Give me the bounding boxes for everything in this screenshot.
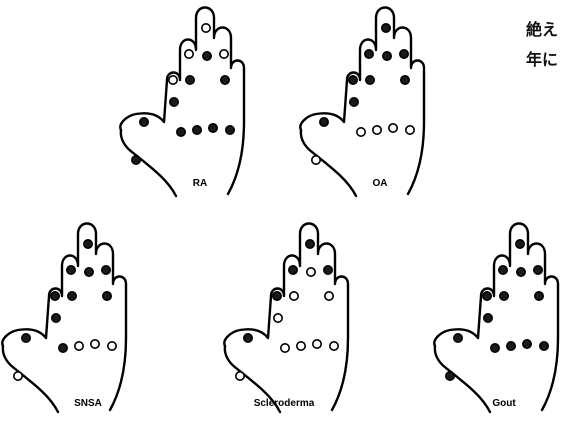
mcp-joint-1-filled: [59, 344, 67, 352]
mcp-joint-3-filled: [209, 124, 217, 132]
pip-joint-1-filled: [52, 314, 60, 322]
pip-joint-2-filled: [68, 292, 76, 300]
mcp-joint-2-open: [297, 342, 305, 350]
dip-joint-4-open: [220, 50, 228, 58]
pip-joint-2-filled: [186, 76, 194, 84]
hand-outline-wrist: [121, 130, 176, 196]
dip-joint-2-filled: [499, 266, 507, 274]
hand-panel-oa: OA: [300, 8, 424, 197]
dip-joint-1-open: [169, 76, 177, 84]
thumb-joint-2-filled: [132, 156, 140, 164]
dip-joint-3-open: [202, 24, 210, 32]
thumb-joint-1-filled: [22, 334, 30, 342]
mcp-joint-1-filled: [177, 128, 185, 136]
hand-outline: [224, 224, 348, 411]
thumb-joint-2-open: [236, 372, 244, 380]
dip-joint-2-filled: [67, 266, 75, 274]
thumb-joint-2-open: [312, 156, 320, 164]
pip-joint-2-filled: [500, 292, 508, 300]
pip-joint-3-filled: [85, 268, 93, 276]
panel-label-oa: OA: [373, 178, 388, 189]
pip-joint-4-filled: [221, 76, 229, 84]
dip-joint-1-filled: [349, 76, 357, 84]
side-text-line-2: 年に: [526, 46, 558, 70]
dip-joint-4-filled: [400, 50, 408, 58]
pip-joint-1-filled: [484, 314, 492, 322]
pip-joint-3-filled: [203, 52, 211, 60]
pip-joint-3-filled: [383, 52, 391, 60]
pip-joint-1-open: [274, 314, 282, 322]
pip-joint-1-filled: [170, 98, 178, 106]
thumb-joint-1-filled: [320, 118, 328, 126]
pip-joint-2-open: [290, 292, 298, 300]
dip-joint-1-filled: [483, 292, 491, 300]
pip-joint-4-open: [325, 292, 333, 300]
mcp-joint-1-filled: [491, 344, 499, 352]
hand-outline-wrist: [435, 346, 490, 412]
dip-joint-3-filled: [382, 24, 390, 32]
hand-outline: [120, 8, 244, 195]
mcp-joint-4-open: [330, 342, 338, 350]
panel-label-scleroderma: Scleroderma: [254, 398, 315, 409]
hand-panel-scleroderma: Scleroderma: [224, 224, 348, 413]
mcp-joint-3-open: [389, 124, 397, 132]
hand-outline: [2, 224, 126, 411]
dip-joint-3-filled: [516, 240, 524, 248]
hand-outline-wrist: [301, 130, 356, 196]
pip-joint-4-filled: [103, 292, 111, 300]
mcp-joint-4-open: [406, 126, 414, 134]
pip-joint-2-filled: [366, 76, 374, 84]
mcp-joint-2-filled: [193, 126, 201, 134]
hand-outline: [434, 224, 558, 411]
thumb-joint-1-filled: [244, 334, 252, 342]
dip-joint-2-open: [185, 50, 193, 58]
thumb-joint-1-filled: [140, 118, 148, 126]
hand-outline-wrist: [3, 346, 58, 412]
mcp-joint-1-open: [357, 128, 365, 136]
dip-joint-2-filled: [289, 266, 297, 274]
mcp-joint-2-open: [75, 342, 83, 350]
side-text-line-1: 絶え: [526, 16, 558, 40]
dip-joint-1-filled: [273, 292, 281, 300]
dip-joint-2-filled: [365, 50, 373, 58]
hand-panel-snsa: SNSA: [2, 224, 126, 413]
mcp-joint-2-filled: [507, 342, 515, 350]
thumb-joint-2-open: [14, 372, 22, 380]
hand-outline: [300, 8, 424, 195]
hand-panel-gout: Gout: [434, 224, 558, 413]
mcp-joint-2-open: [373, 126, 381, 134]
mcp-joint-4-filled: [226, 126, 234, 134]
panel-label-ra: RA: [193, 178, 207, 189]
thumb-joint-2-filled: [446, 372, 454, 380]
pip-joint-4-filled: [535, 292, 543, 300]
pip-joint-3-open: [307, 268, 315, 276]
dip-joint-3-filled: [306, 240, 314, 248]
dip-joint-4-filled: [324, 266, 332, 274]
mcp-joint-4-filled: [540, 342, 548, 350]
dip-joint-1-filled: [51, 292, 59, 300]
dip-joint-4-filled: [534, 266, 542, 274]
pip-joint-1-filled: [350, 98, 358, 106]
panel-label-gout: Gout: [492, 398, 516, 409]
mcp-joint-1-open: [281, 344, 289, 352]
thumb-joint-1-filled: [454, 334, 462, 342]
dip-joint-4-filled: [102, 266, 110, 274]
mcp-joint-4-open: [108, 342, 116, 350]
mcp-joint-3-open: [91, 340, 99, 348]
mcp-joint-3-open: [313, 340, 321, 348]
mcp-joint-3-filled: [523, 340, 531, 348]
pip-joint-4-filled: [401, 76, 409, 84]
pip-joint-3-filled: [517, 268, 525, 276]
panel-label-snsa: SNSA: [74, 398, 102, 409]
hand-panel-ra: RA: [120, 8, 244, 197]
dip-joint-3-filled: [84, 240, 92, 248]
